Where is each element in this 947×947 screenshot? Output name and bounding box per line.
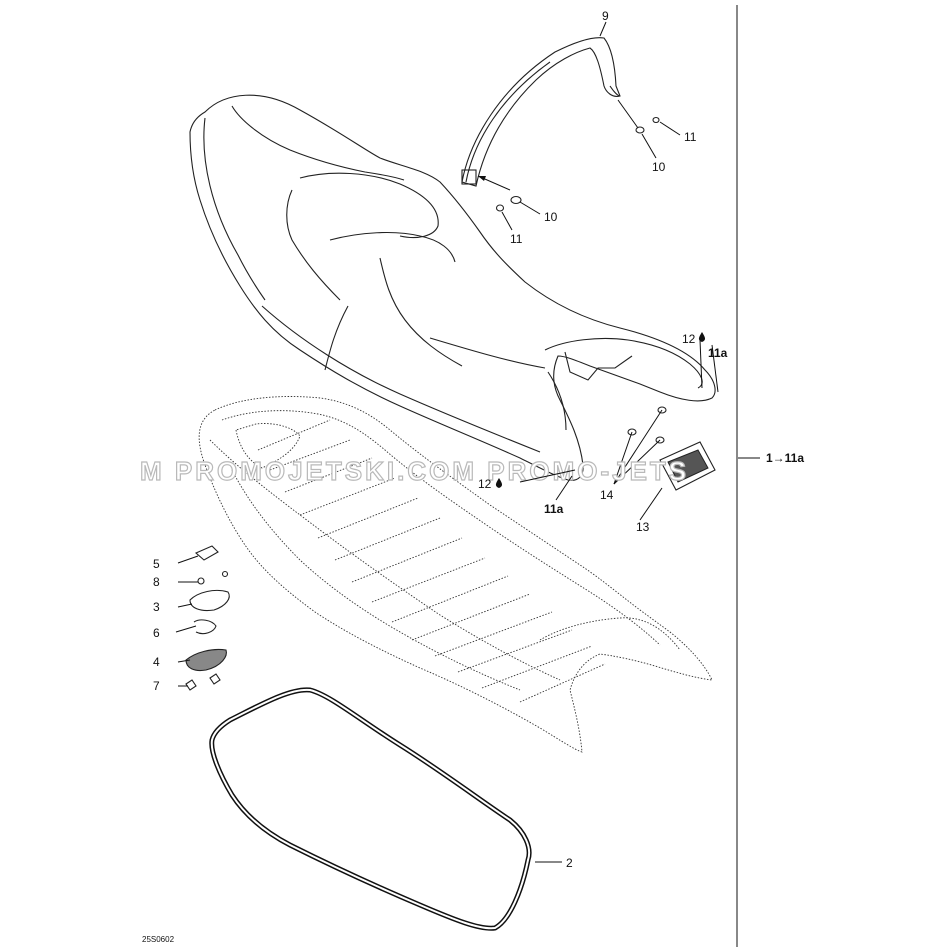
callout-13: 13 [636, 520, 650, 534]
loctite-drop-icon-left [495, 478, 503, 488]
callout-10-top: 10 [652, 160, 666, 174]
screw-7b [209, 673, 221, 685]
callout-11a-right: 11a [708, 346, 728, 360]
nut-11-mid [495, 204, 505, 212]
callout-4: 4 [153, 655, 160, 669]
bolt-5 [194, 545, 219, 561]
seat-base [198, 396, 713, 753]
callout-12-right: 12 [682, 332, 696, 346]
callout-11a-bottom: 11a [544, 502, 564, 516]
callout-7: 7 [153, 679, 160, 693]
washer-8b [221, 570, 229, 578]
nut-11-top [652, 116, 660, 124]
screw-10-mid [510, 195, 522, 205]
callout-8: 8 [153, 575, 160, 589]
loctite-drop-icon [698, 332, 706, 342]
drawing-code: 25S0602 [142, 935, 175, 944]
washer-8a [197, 577, 205, 585]
callout-10-mid: 10 [544, 210, 558, 224]
callout-5: 5 [153, 557, 160, 571]
rear-plate [613, 406, 716, 491]
callout-12-left: 12 [478, 477, 492, 491]
plate-13 [659, 441, 716, 491]
leader-lines [175, 21, 760, 863]
strap-end-clip [461, 169, 477, 185]
callout-6: 6 [153, 626, 160, 640]
watermark: M PROMOJETSKI.COM PROMO-JETS [140, 456, 689, 486]
plate-4 [185, 648, 227, 672]
callout-9: 9 [602, 9, 609, 23]
screw-7a [185, 679, 197, 691]
spring-6 [193, 619, 217, 635]
callout-3: 3 [153, 600, 160, 614]
range-label: 1→11a [766, 451, 804, 465]
callout-11-top: 11 [684, 130, 697, 144]
screw-10-top [635, 126, 645, 134]
screw-14c [655, 436, 665, 444]
seat-cover [189, 94, 716, 481]
strap-hardware [477, 99, 660, 212]
bracket-3 [189, 589, 230, 612]
seal [209, 687, 532, 931]
callout-11-mid: 11 [510, 232, 523, 246]
callout-14: 14 [600, 488, 614, 502]
grab-strap [461, 37, 621, 187]
screw-14b [657, 406, 667, 414]
latch-assembly [177, 545, 230, 691]
screw-14a [627, 428, 637, 436]
callout-2: 2 [566, 856, 573, 870]
seat-base-ribs [257, 419, 606, 703]
